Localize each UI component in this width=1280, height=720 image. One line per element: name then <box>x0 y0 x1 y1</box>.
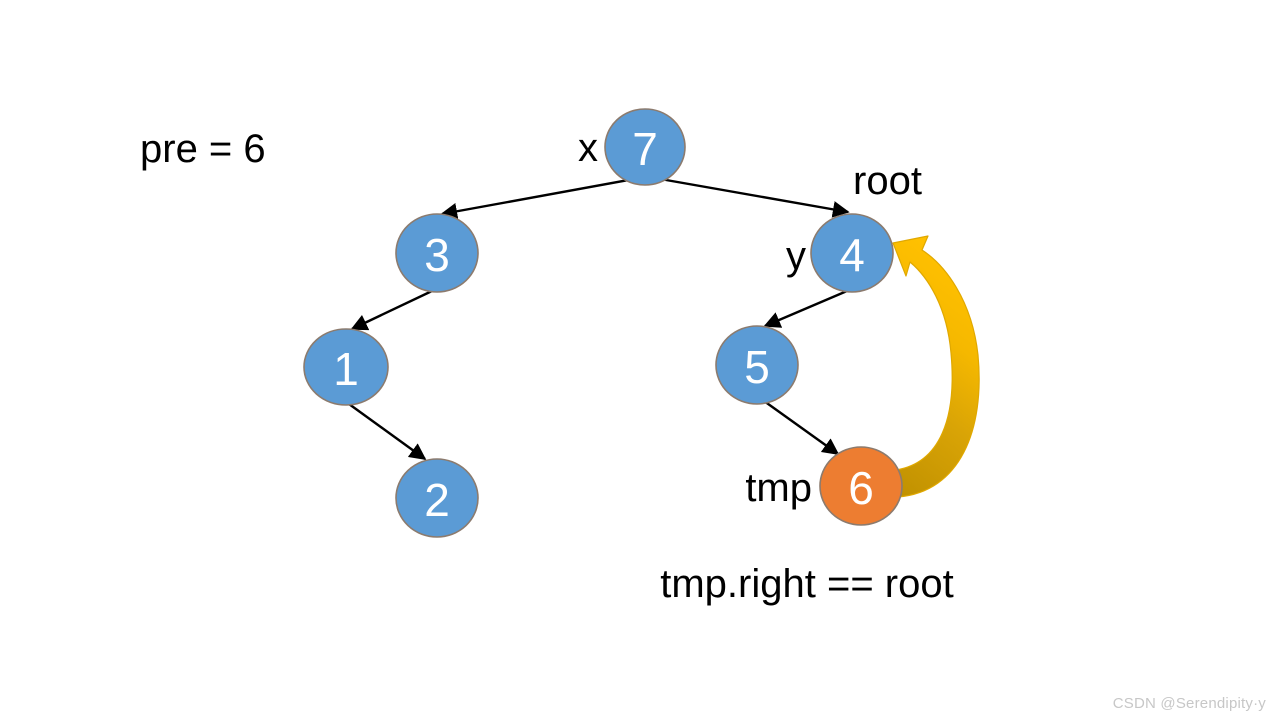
thread-arrow-6-to-4 <box>892 235 980 498</box>
tree-node-7[interactable]: 7 <box>604 108 686 186</box>
pointer-label-tmp: tmp <box>745 466 812 510</box>
tree-nodes: 7 3 1 2 4 5 <box>303 108 903 538</box>
tree-node-2[interactable]: 2 <box>395 458 479 538</box>
watermark: CSDN @Serendipity·y <box>1112 695 1266 712</box>
node-circle-7 <box>604 108 686 186</box>
node-value-6: 6 <box>848 462 874 514</box>
node-circle-3 <box>395 213 479 293</box>
tree-node-3[interactable]: 3 <box>395 213 479 293</box>
tree-node-4[interactable]: 4 <box>810 213 894 293</box>
edge-7-to-3 <box>440 175 646 220</box>
edge-5-to-6 <box>763 400 840 455</box>
node-value-1: 1 <box>333 343 359 395</box>
pointer-label-root: root <box>853 159 922 203</box>
tree-edges <box>348 175 850 460</box>
edge-7-to-4 <box>648 175 850 218</box>
edge-3-to-1 <box>350 289 433 331</box>
node-value-2: 2 <box>424 474 450 526</box>
state-text-pre: pre = 6 <box>140 127 266 171</box>
node-circle-6 <box>819 446 903 526</box>
pointer-label-y: y <box>786 234 806 278</box>
caption-text: tmp.right == root <box>660 562 953 606</box>
node-circle-2 <box>395 458 479 538</box>
node-value-3: 3 <box>424 229 450 281</box>
node-circle-1 <box>303 328 389 406</box>
tree-node-1[interactable]: 1 <box>303 328 389 406</box>
node-circle-5 <box>715 325 799 405</box>
edge-1-to-2 <box>348 403 427 460</box>
tree-node-5[interactable]: 5 <box>715 325 799 405</box>
tree-node-6[interactable]: 6 <box>819 446 903 526</box>
node-value-7: 7 <box>632 123 658 175</box>
pointer-labels: x y root tmp <box>578 126 922 510</box>
node-value-5: 5 <box>744 341 770 393</box>
pointer-label-x: x <box>578 126 598 170</box>
node-value-4: 4 <box>839 229 865 281</box>
node-circle-4 <box>810 213 894 293</box>
edge-4-to-5 <box>763 289 848 328</box>
